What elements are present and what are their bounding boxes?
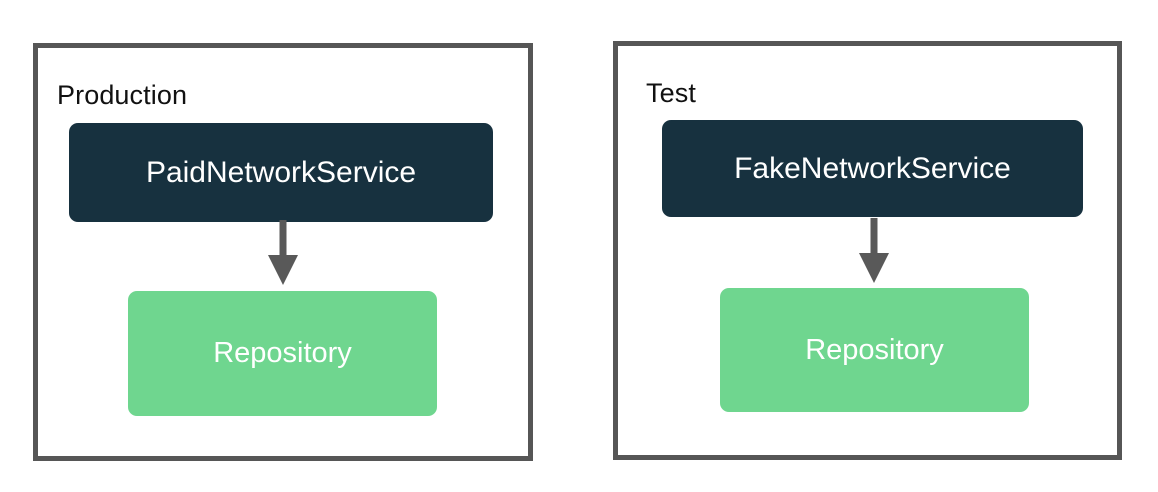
arrow-production-service-to-repository xyxy=(265,220,301,288)
node-label-repository-production: Repository xyxy=(213,337,352,369)
node-fake-network-service[interactable]: FakeNetworkService xyxy=(662,120,1083,217)
arrow-test-service-to-repository xyxy=(856,218,892,286)
panel-title-test: Test xyxy=(646,78,696,108)
down-arrow-icon xyxy=(859,218,889,283)
down-arrow-icon xyxy=(268,220,298,285)
node-label-fake-network-service: FakeNetworkService xyxy=(734,151,1011,185)
panel-title-production: Production xyxy=(57,80,188,110)
node-label-paid-network-service: PaidNetworkService xyxy=(145,155,417,189)
node-paid-network-service[interactable]: PaidNetworkService xyxy=(69,123,493,222)
node-repository-production[interactable]: Repository xyxy=(128,291,437,416)
node-label-repository-test: Repository xyxy=(805,333,944,366)
node-repository-test[interactable]: Repository xyxy=(720,288,1029,412)
